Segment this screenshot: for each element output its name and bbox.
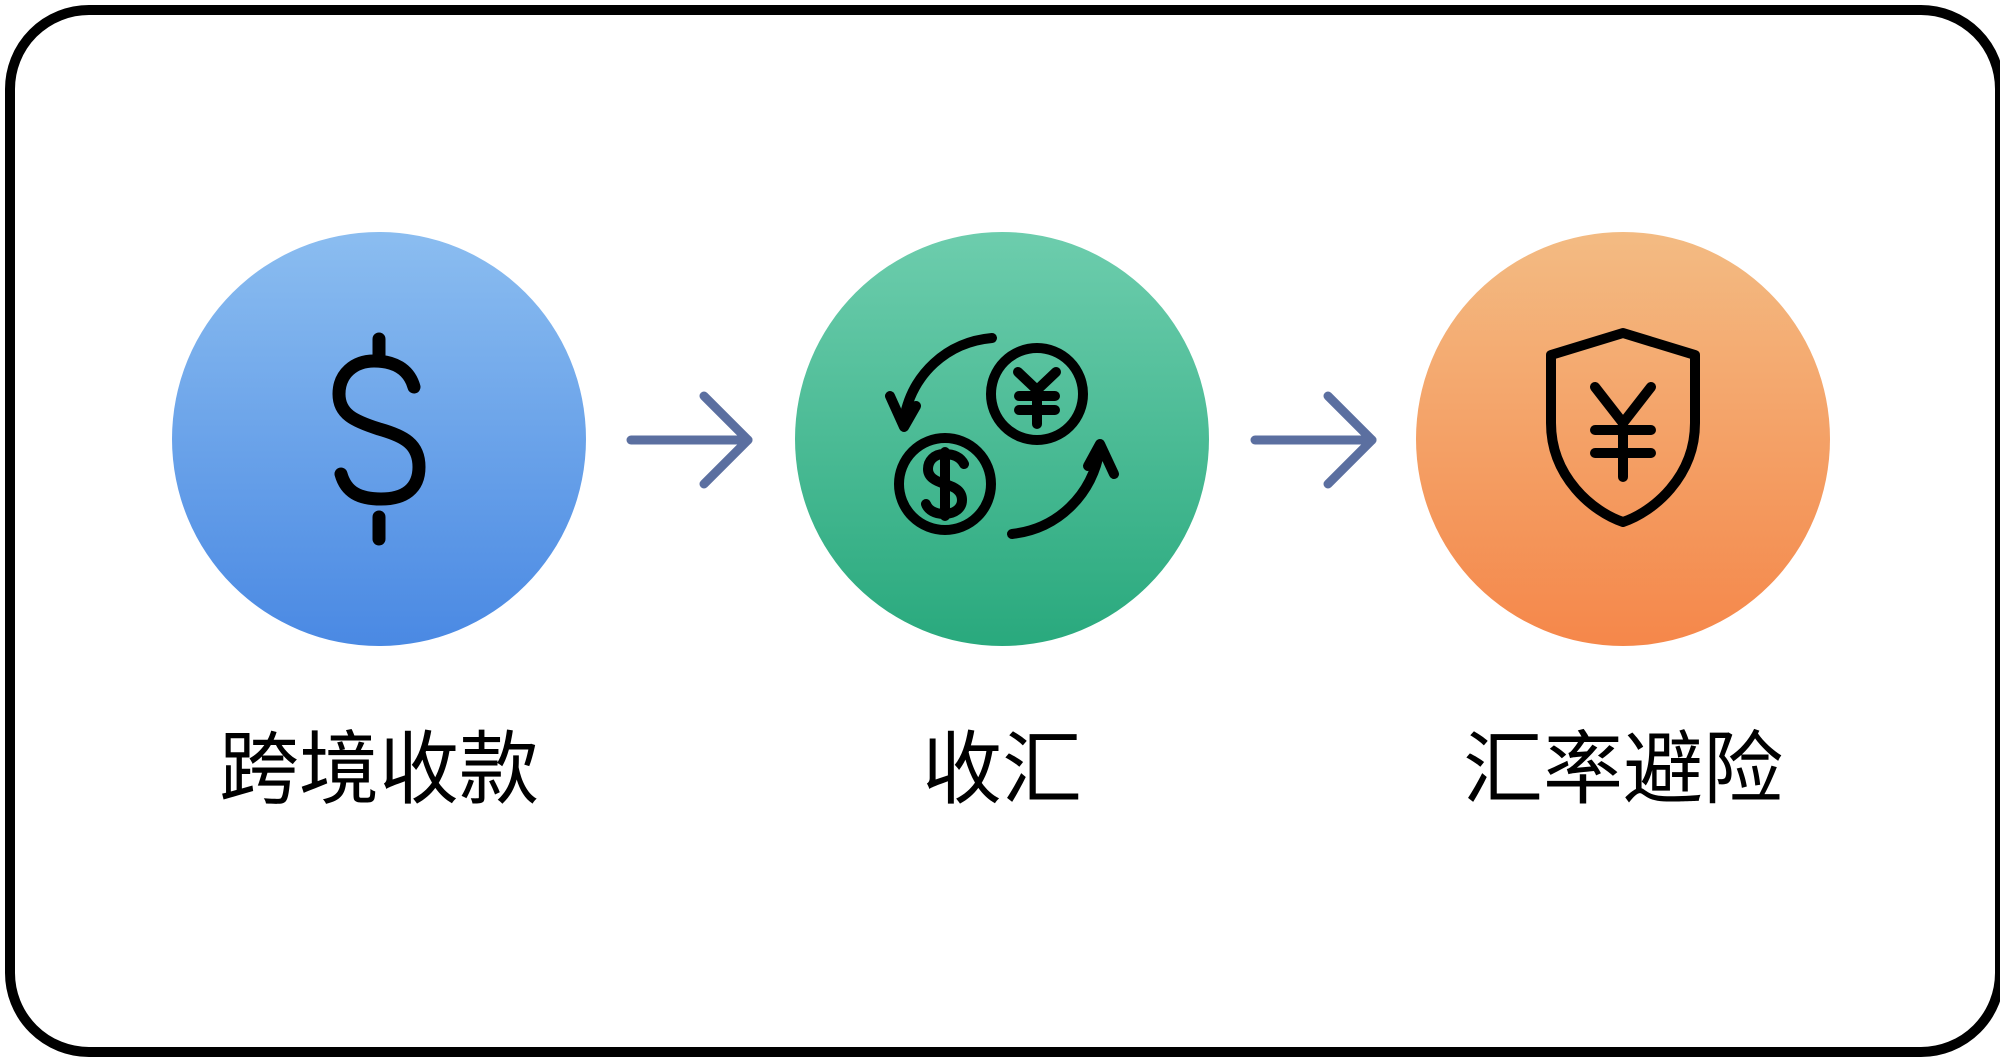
step-label-3: 汇率避险: [1463, 723, 1783, 816]
yuan-shield-icon: [1523, 327, 1723, 551]
step-label-1: 跨境收款: [219, 723, 539, 816]
currency-exchange-icon: [882, 324, 1122, 554]
step-circle-fx-receipt: [795, 232, 1209, 646]
dollar-sign-icon: [319, 329, 439, 549]
step-circle-cross-border-collection: [172, 232, 586, 646]
step-label-2: 收汇: [922, 723, 1082, 816]
flow-arrow-1: [626, 390, 756, 494]
flow-arrow-2: [1250, 390, 1380, 494]
step-circle-fx-hedging: [1416, 232, 1830, 646]
